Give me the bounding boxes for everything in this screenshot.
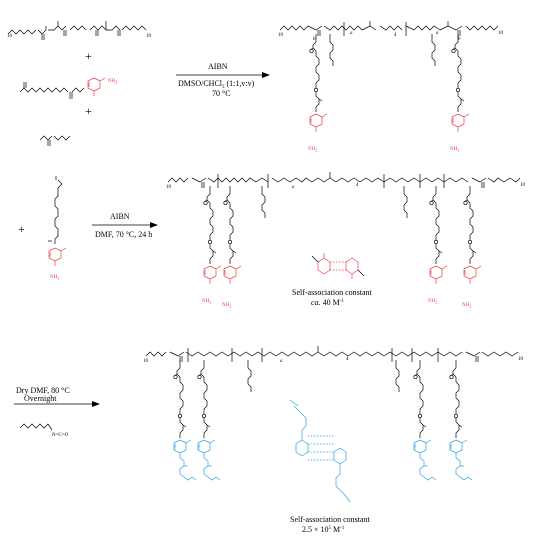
p1-sub-b2: b bbox=[458, 37, 461, 42]
p1-sub-b: b bbox=[313, 37, 316, 42]
cytosine-dimer bbox=[311, 253, 365, 279]
butyl-acrylate-monomer bbox=[39, 135, 71, 146]
p1-sub-a2: a bbox=[436, 31, 439, 36]
p2-sub-left: 10 bbox=[166, 185, 172, 190]
association-label-1: Self-association constant bbox=[292, 288, 373, 297]
p3-sub-left: 10 bbox=[143, 359, 149, 364]
plus-sign-1: + bbox=[85, 49, 92, 63]
p3-sub-4: 4 bbox=[346, 357, 349, 362]
p1-sub-4: 4 bbox=[394, 33, 397, 38]
plus-sign-3: + bbox=[18, 222, 25, 236]
step2-reactants: + NH2 bbox=[18, 176, 67, 281]
step1-temperature: 70 °C bbox=[212, 89, 231, 98]
plus-sign-2: + bbox=[85, 104, 92, 118]
ureido-dimer bbox=[289, 399, 351, 503]
p1-sub-left: 10 bbox=[278, 33, 284, 38]
monomer2-nh2: NH2 bbox=[50, 275, 59, 281]
step3-product: 10 10 a 4 Self-association constant 2.5 … bbox=[143, 346, 524, 534]
p2-sub-a: a bbox=[292, 185, 295, 190]
p2-nh2-3: NH2 bbox=[428, 299, 437, 305]
association-value-1: ca. 40 M-1 bbox=[311, 298, 344, 307]
raft-agent-structure bbox=[7, 21, 147, 40]
p1-nh2-right: NH2 bbox=[450, 147, 459, 153]
step3-conditions-2: Overnight bbox=[24, 394, 57, 403]
step3-conditions-1: Dry DMF, 80 °C bbox=[16, 386, 70, 395]
reaction-arrow-3: Dry DMF, 80 °C Overnight N=C=O bbox=[14, 386, 100, 438]
step1-reagent: AIBN bbox=[208, 62, 228, 71]
isocyanate-label: N=C=O bbox=[52, 433, 69, 438]
reaction-arrow-1: AIBN DMSO/CHCl3 (1:1,v:v) 70 °C bbox=[176, 62, 270, 98]
raft-sub-left: 10 bbox=[7, 34, 13, 39]
association-value-2: 2.5 × 105 M-1 bbox=[302, 525, 345, 534]
step2-conditions: DMF, 70 °C, 24 h bbox=[95, 230, 152, 239]
reaction-arrow-2: AIBN DMF, 70 °C, 24 h bbox=[92, 212, 158, 239]
step1-reactants: 10 10 + NH2 + bbox=[7, 21, 152, 146]
step1-product: 10 10 a a b b 4 NH2 NH2 bbox=[278, 21, 504, 153]
monomer-nh2: NH2 bbox=[108, 79, 117, 85]
p2-sub-4: 4 bbox=[356, 183, 359, 188]
p2-nh2-1: NH2 bbox=[202, 299, 211, 305]
p1-nh2-left: NH2 bbox=[308, 147, 317, 153]
step2-product: 10 10 a 4 NH2 NH2 NH2 NH2 Self-associati… bbox=[166, 172, 526, 309]
p3-sub-right: 10 bbox=[518, 357, 524, 362]
p2-nh2-4: NH2 bbox=[462, 303, 471, 309]
p3-sub-a: a bbox=[280, 359, 283, 364]
p1-sub-a: a bbox=[350, 31, 353, 36]
step2-reagent: AIBN bbox=[110, 212, 130, 221]
step1-solvent: DMSO/CHCl3 (1:1,v:v) bbox=[178, 79, 255, 90]
raft-sub-right: 10 bbox=[146, 34, 152, 39]
p1-sub-right: 10 bbox=[498, 31, 504, 36]
cytosine-acrylate-monomer: NH2 bbox=[19, 77, 117, 99]
p2-sub-right: 10 bbox=[520, 183, 526, 188]
p2-nh2-2: NH2 bbox=[222, 303, 231, 309]
association-label-2: Self-association constant bbox=[290, 515, 371, 524]
